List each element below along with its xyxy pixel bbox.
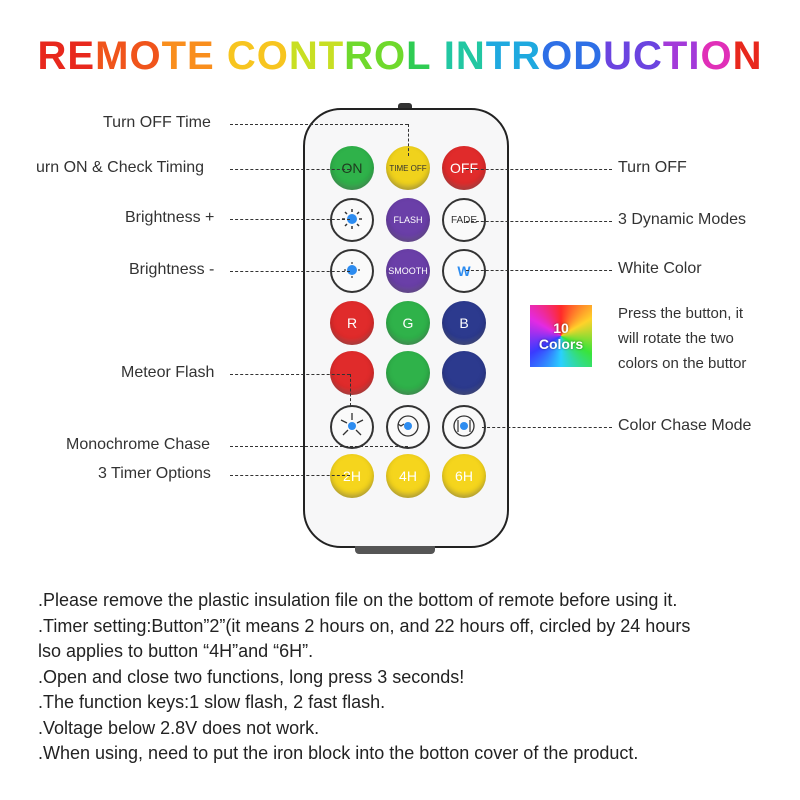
button-label: B	[459, 315, 469, 331]
monochrome-chase-icon	[393, 411, 423, 444]
label-turn-off-time: Turn OFF Time	[103, 114, 211, 131]
brightness-up-button[interactable]	[330, 198, 374, 242]
label-turn-on-check-timing: urn ON & Check Timing	[36, 159, 205, 176]
blue-button[interactable]: B	[442, 301, 486, 345]
remote-notch	[398, 103, 412, 110]
colors-badge-word: Colors	[538, 336, 584, 352]
timer-2h-button[interactable]: 2H	[330, 454, 374, 498]
instruction-item: .Voltage below 2.8V does not work.	[38, 717, 320, 738]
press-note-line: colors on the buttor	[618, 355, 747, 372]
green-2-button[interactable]	[386, 351, 430, 395]
instruction-item: .When using, need to put the iron block …	[38, 743, 639, 763]
label-timer-options: 3 Timer Options	[98, 465, 211, 482]
meteor-flash-button[interactable]	[330, 405, 374, 449]
remote-bottom-notch	[355, 546, 435, 554]
button-label: 6H	[455, 468, 473, 484]
label-turn-off: Turn OFF	[618, 159, 687, 176]
button-label: FADE	[450, 214, 478, 226]
colors-badge: 10 Colors	[530, 305, 592, 367]
button-label: ON	[341, 160, 363, 176]
button-label: TIME OFF	[389, 163, 427, 173]
instruction-item: lso applies to button “4H”and “6H”.	[38, 641, 314, 661]
label-monochrome-chase: Monochrome Chase	[66, 436, 211, 453]
color-chase-button[interactable]	[442, 405, 486, 449]
color-chase-icon	[449, 411, 479, 444]
monochrome-chase-button[interactable]	[386, 405, 430, 449]
timer-4h-button[interactable]: 4H	[386, 454, 430, 498]
leader-line	[466, 270, 612, 271]
label-color-chase-mode: Color Chase Mode	[618, 417, 752, 434]
red-button[interactable]: R	[330, 301, 374, 345]
leader-line	[466, 221, 612, 222]
label-white-color: White Color	[618, 260, 702, 277]
leader-line	[230, 169, 350, 170]
button-label: 2H	[343, 468, 361, 484]
colors-badge-number: 10	[553, 320, 569, 336]
button-label: FLASH	[393, 215, 423, 225]
red-2-button[interactable]	[330, 351, 374, 395]
label-dynamic-modes: 3 Dynamic Modes	[618, 211, 747, 228]
on-button[interactable]: ON	[330, 146, 374, 190]
button-label: W	[457, 263, 471, 279]
button-label: G	[402, 315, 414, 331]
press-note-line: Press the button, it	[618, 305, 744, 322]
label-meteor-flash: Meteor Flash	[121, 364, 215, 381]
button-label: R	[346, 315, 358, 331]
flash-button[interactable]: FLASH	[386, 198, 430, 242]
instruction-item: .The function keys:1 slow flash, 2 fast …	[38, 692, 386, 712]
leader-line	[230, 124, 408, 125]
instructions-list: .Please remove the plastic insulation fi…	[38, 588, 800, 767]
green-button[interactable]: G	[386, 301, 430, 345]
blue-2-button[interactable]	[442, 351, 486, 395]
button-label: SMOOTH	[388, 266, 428, 276]
leader-line	[230, 219, 350, 220]
label-brightness-minus: Brightness -	[129, 261, 215, 278]
white-button[interactable]: W	[442, 249, 486, 293]
smooth-button[interactable]: SMOOTH	[386, 249, 430, 293]
off-button[interactable]: OFF	[442, 146, 486, 190]
brightness-up-icon	[341, 208, 363, 233]
meteor-flash-icon	[337, 411, 367, 444]
fade-button[interactable]: FADE	[442, 198, 486, 242]
press-note-line: will rotate the two	[618, 330, 734, 347]
instruction-item: .Please remove the plastic insulation fi…	[38, 590, 678, 610]
button-label: 4H	[399, 468, 417, 484]
label-brightness-plus: Brightness +	[125, 209, 215, 226]
instruction-item: .Timer setting:Button”2”(it means 2 hour…	[38, 615, 691, 636]
leader-line	[350, 374, 351, 406]
timer-6h-button[interactable]: 6H	[442, 454, 486, 498]
brightness-down-icon	[341, 259, 363, 284]
leader-line	[230, 271, 350, 272]
leader-line	[408, 124, 409, 156]
leader-line	[466, 169, 612, 170]
leader-line	[482, 427, 612, 428]
leader-line	[230, 475, 350, 476]
leader-line	[230, 446, 408, 447]
time-off-button[interactable]: TIME OFF	[386, 146, 430, 190]
instruction-item: .Open and close two functions, long pres…	[38, 666, 465, 687]
leader-line	[230, 374, 350, 375]
page-title: REMOTE CONTROL INTRODUCTION	[37, 34, 763, 78]
button-label: OFF	[450, 160, 478, 176]
